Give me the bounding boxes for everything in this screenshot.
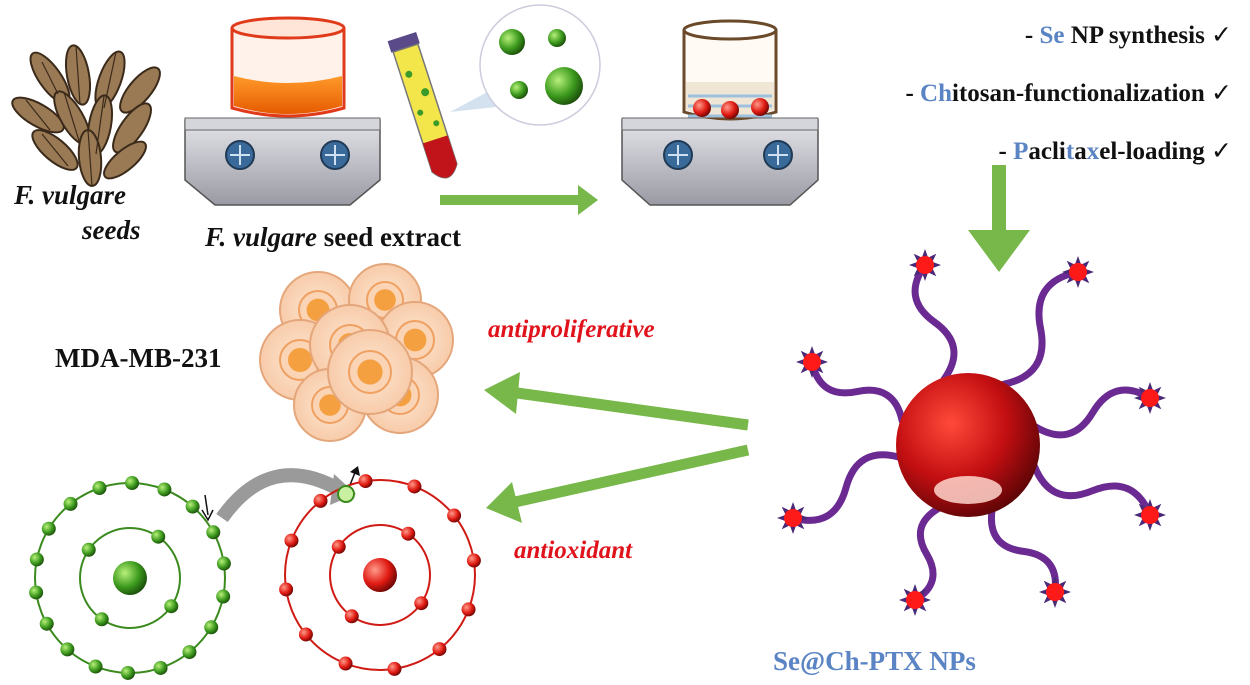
synthesis-step-1: - Se NP synthesis ✓ [905, 6, 1232, 64]
process-arrow [578, 185, 598, 215]
linker-chain [987, 507, 1059, 596]
highlight [934, 476, 1002, 504]
step-text: a [1074, 138, 1087, 165]
extract-label: F. vulgare seed extract [205, 222, 461, 253]
checkmark-icon: ✓ [1211, 136, 1232, 165]
step-prefix: - [1024, 22, 1040, 49]
hotplate-extract-icon [184, 16, 381, 206]
cell-icon [327, 329, 413, 415]
synthesis-step-3: - Paclitaxel-loading ✓ [905, 122, 1232, 180]
donated-electron-icon [337, 485, 355, 503]
step-text: Ch [920, 80, 952, 107]
nanoparticle-icon [777, 249, 1166, 616]
linker-chain [911, 504, 942, 604]
drug-star-icon [899, 584, 931, 616]
linker-chain [789, 451, 903, 524]
hotplate-synthesis-icon [621, 19, 819, 206]
drug-star-icon [1062, 256, 1094, 288]
step-text: el-loading [1099, 138, 1212, 165]
step-text: t [1065, 138, 1075, 165]
cell-line-label: MDA-MB-231 [55, 343, 222, 373]
step-prefix: - [998, 138, 1014, 165]
extract-label-species: F. vulgare [205, 222, 318, 252]
checkmark-icon: ✓ [1211, 20, 1232, 49]
step-prefix: - [905, 80, 921, 107]
seeds-label-line1: F. vulgare [14, 180, 127, 210]
step-text: P [1013, 138, 1029, 165]
nanoparticle-label: Se@Ch-PTX NPs [773, 646, 976, 676]
arrow-antiproliferative [484, 372, 520, 414]
drug-star-icon [777, 502, 809, 534]
antiproliferative-label: antiproliferative [488, 316, 655, 343]
step-text: NP synthesis [1064, 22, 1212, 49]
step-text: itosan-functionalization [952, 80, 1212, 107]
linker-chain [808, 358, 906, 425]
arrow-antioxidant [486, 482, 522, 523]
step-text: x [1086, 138, 1100, 165]
drug-star-icon [1039, 576, 1071, 608]
drug-star-icon [909, 249, 941, 281]
step-text: Se [1039, 22, 1065, 49]
electron-transfer-icon [29, 466, 481, 680]
seeds-label-line2: seeds [82, 215, 141, 245]
drug-star-icon [1134, 499, 1166, 531]
linker-chain [1032, 386, 1154, 439]
synthesis-step-2: - Chitosan-functionalization ✓ [905, 64, 1232, 122]
antioxidant-label: antioxidant [514, 537, 633, 564]
step-text: acli [1028, 138, 1066, 165]
linker-chain [1031, 463, 1154, 519]
extract-label-rest: seed extract [317, 222, 461, 252]
drug-star-icon [1134, 382, 1166, 414]
cancer-cells-icon [259, 263, 454, 442]
free-radical-atom-icon [29, 476, 231, 680]
fennel-seeds-icon [11, 44, 161, 187]
test-tube-icon [387, 4, 601, 179]
down-arrow [968, 230, 1030, 272]
checkmark-icon: ✓ [1211, 78, 1232, 107]
synthesis-steps: - Se NP synthesis ✓- Chitosan-functional… [905, 6, 1232, 180]
stabilized-atom-icon [279, 474, 481, 676]
linker-chain [999, 268, 1082, 388]
nanoparticle-core [896, 373, 1040, 517]
drug-star-icon [796, 346, 828, 378]
linker-chain [911, 261, 958, 383]
